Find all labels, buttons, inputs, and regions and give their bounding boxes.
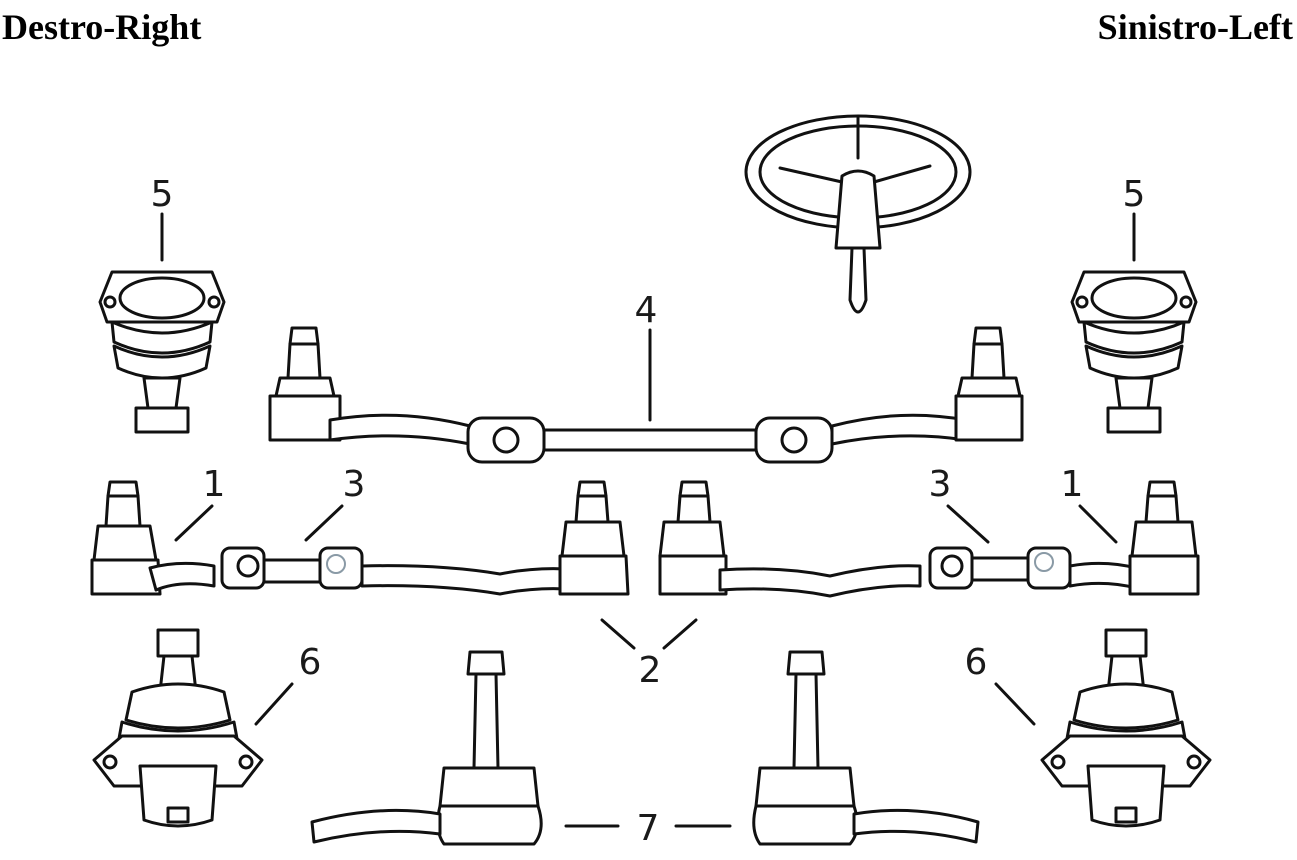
steering-wheel <box>744 114 972 314</box>
center-drag-link <box>268 326 1024 464</box>
left-tie-rod-assembly <box>90 480 630 596</box>
leader-lines <box>160 212 1136 828</box>
header-destro-right: Destro-Right <box>2 7 202 47</box>
callout-3-left: 3 <box>929 464 952 505</box>
outer-tie-rod-end-left <box>752 650 980 846</box>
callout-1-right: 1 <box>203 464 226 505</box>
callout-2: 2 <box>639 650 662 691</box>
callout-6-left: 6 <box>965 642 988 683</box>
right-tie-rod-assembly <box>658 480 1200 598</box>
callout-6-right: 6 <box>299 642 322 683</box>
header-sinistro-left: Sinistro-Left <box>1097 7 1293 47</box>
callout-5-right: 5 <box>151 174 174 215</box>
callout-3-right: 3 <box>343 464 366 505</box>
callout-4: 4 <box>635 290 658 331</box>
upper-ball-joint-left <box>1070 270 1198 434</box>
upper-ball-joint-right <box>98 270 226 434</box>
callout-5-left: 5 <box>1123 174 1146 215</box>
lower-ball-joint-right <box>92 628 264 828</box>
lower-ball-joint-left <box>1040 628 1212 828</box>
outer-tie-rod-end-right <box>310 650 543 846</box>
callout-7: 7 <box>637 808 660 849</box>
callout-1-left: 1 <box>1061 464 1084 505</box>
